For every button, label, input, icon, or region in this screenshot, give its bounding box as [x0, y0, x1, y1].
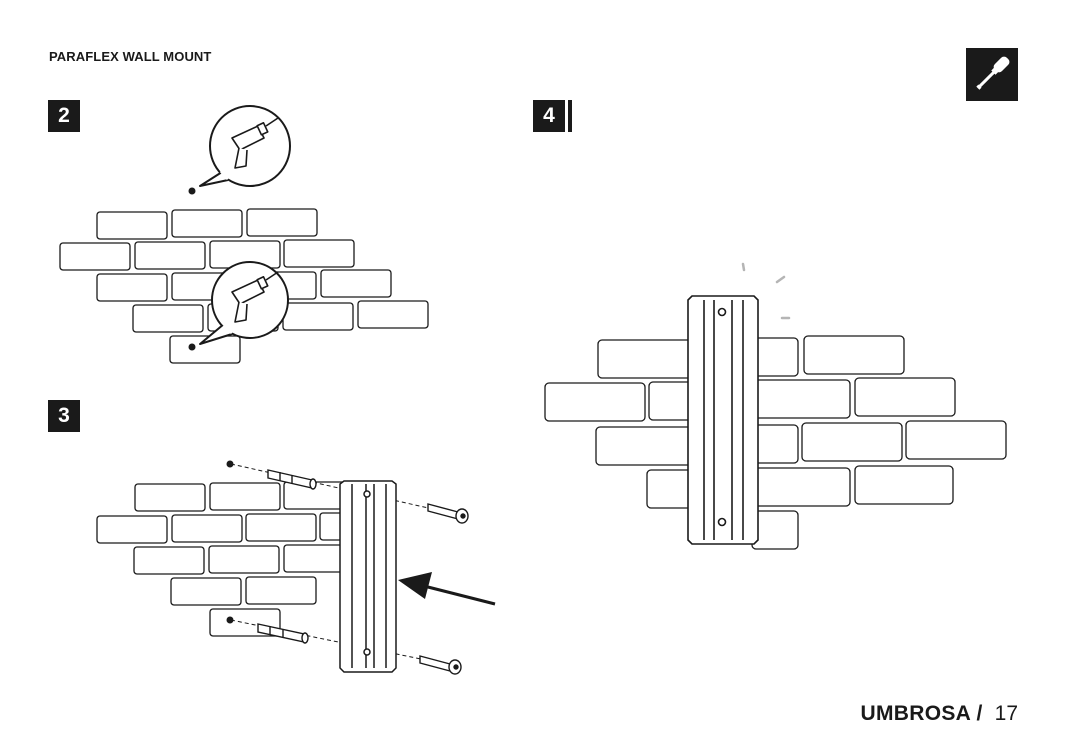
drill-callout-bottom — [188, 261, 289, 351]
step-4-divider — [568, 100, 572, 132]
drill-callout-top — [188, 105, 291, 195]
page-number: 17 — [994, 702, 1018, 725]
screw-bottom — [419, 655, 462, 675]
screw-top — [427, 503, 469, 524]
page-title: PARAFLEX WALL MOUNT — [49, 49, 212, 64]
screwdriver-icon — [966, 48, 1018, 101]
motion-lines — [741, 262, 791, 320]
mounting-bracket — [339, 480, 397, 673]
push-arrow-icon — [398, 572, 496, 606]
page-footer: UMBROSA / 17 — [861, 702, 1018, 726]
mounted-bracket — [687, 295, 759, 545]
wall-plug-bottom — [257, 623, 309, 644]
step-3-badge: 3 — [48, 400, 80, 432]
brand-name: UMBROSA / — [860, 702, 983, 725]
step-2-badge: 2 — [48, 100, 80, 132]
wall-plug-top — [267, 469, 317, 490]
step-4-badge: 4 — [533, 100, 565, 132]
